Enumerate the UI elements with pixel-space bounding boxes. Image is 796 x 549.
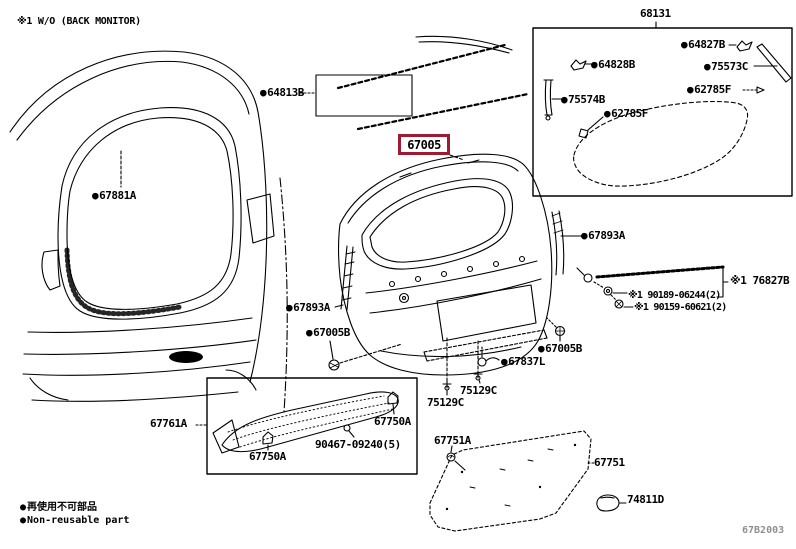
part-label-75129C-b[interactable]: 75129C: [427, 396, 464, 409]
part-number: 75573C: [711, 60, 748, 73]
part-label-90159-60621[interactable]: ※1 90159-60621(2): [634, 302, 727, 313]
part-number: 64813B: [267, 86, 304, 99]
non-reusable-dot-icon: ●: [306, 326, 313, 339]
part-label-67837L[interactable]: ●67837L: [501, 355, 545, 368]
cowl-box-art: [195, 377, 418, 475]
part-number: 75574B: [568, 93, 605, 106]
part-label-76827B[interactable]: ※1 76827B: [730, 274, 790, 287]
part-number: 67005: [407, 137, 441, 152]
part-label-75574B[interactable]: ●75574B: [561, 93, 605, 106]
non-reusable-dot-icon: ●: [581, 229, 588, 242]
non-reusable-dot-icon: ●: [591, 58, 598, 71]
part-number: 64827B: [688, 38, 725, 51]
car-rear-art: [9, 50, 288, 413]
part-number: 67881A: [99, 189, 136, 202]
part-label-64813B[interactable]: ●64813B: [260, 86, 304, 99]
part-number: 64828B: [598, 58, 635, 71]
tailgate-art: [337, 153, 553, 376]
non-reusable-dot-icon: ●: [286, 301, 293, 314]
part-number: 62785F: [611, 107, 648, 120]
highlighted-part-67005[interactable]: 67005: [398, 134, 450, 155]
non-reusable-dot-icon: ●: [20, 515, 27, 526]
part-label-67750A-left[interactable]: 67750A: [249, 450, 286, 463]
part-label-67005B-left[interactable]: ●67005B: [306, 326, 350, 339]
part-number: 67005B: [545, 342, 582, 355]
glass-assembly-box-art: [532, 21, 793, 197]
part-label-67751A[interactable]: 67751A: [434, 434, 471, 447]
part-label-90467-09240[interactable]: 90467-09240(5): [315, 438, 401, 451]
legend-text-en: Non-reusable part: [27, 515, 130, 526]
diagram-code: 67B2003: [742, 525, 785, 536]
part-number: 67837L: [508, 355, 545, 368]
non-reusable-dot-icon: ●: [92, 189, 99, 202]
non-reusable-dot-icon: ●: [260, 86, 267, 99]
legend-text-jp: 再使用不可部品: [27, 502, 98, 513]
part-number: 62785F: [694, 83, 731, 96]
footnote-back-monitor: ※1 W/O (BACK MONITOR): [17, 16, 141, 27]
part-label-62785F-right[interactable]: ●62785F: [687, 83, 731, 96]
part-number: 67005B: [313, 326, 350, 339]
non-reusable-dot-icon: ●: [20, 502, 27, 513]
part-label-67881A[interactable]: ●67881A: [92, 189, 136, 202]
legend-non-reusable-jp: ●再使用不可部品: [20, 501, 97, 514]
part-label-67005B-right[interactable]: ●67005B: [538, 342, 582, 355]
non-reusable-dot-icon: ●: [687, 83, 694, 96]
non-reusable-dot-icon: ●: [538, 342, 545, 355]
part-label-68131[interactable]: 68131: [640, 7, 671, 20]
non-reusable-dot-icon: ●: [604, 107, 611, 120]
glass-panel-art: [429, 430, 627, 532]
part-label-74811D[interactable]: 74811D: [627, 493, 664, 506]
non-reusable-dot-icon: ●: [681, 38, 688, 51]
part-label-64827B[interactable]: ●64827B: [681, 38, 725, 51]
garnish-art: [423, 329, 548, 396]
non-reusable-dot-icon: ●: [704, 60, 711, 73]
part-label-67893A-left[interactable]: ●67893A: [286, 301, 330, 314]
part-label-67893A-right[interactable]: ●67893A: [581, 229, 625, 242]
part-label-64828B[interactable]: ●64828B: [591, 58, 635, 71]
spoiler-fasteners-art: [576, 265, 729, 309]
molding-box-art: [299, 35, 530, 131]
part-number: 67893A: [293, 301, 330, 314]
part-label-67751[interactable]: 67751: [594, 456, 625, 469]
protector-strips-art: [334, 210, 582, 311]
non-reusable-dot-icon: ●: [501, 355, 508, 368]
part-label-90189-06244[interactable]: ※1 90189-06244(2): [628, 290, 721, 301]
part-number: 67893A: [588, 229, 625, 242]
part-label-75573C[interactable]: ●75573C: [704, 60, 748, 73]
part-label-62785F-left[interactable]: ●62785F: [604, 107, 648, 120]
part-label-75129C-a[interactable]: 75129C: [460, 384, 497, 397]
non-reusable-dot-icon: ●: [561, 93, 568, 106]
part-label-67761A[interactable]: 67761A: [150, 417, 187, 430]
part-label-67750A-right[interactable]: 67750A: [374, 415, 411, 428]
door-clips-art: [328, 317, 566, 371]
legend-non-reusable-en: ●Non-reusable part: [20, 514, 129, 527]
